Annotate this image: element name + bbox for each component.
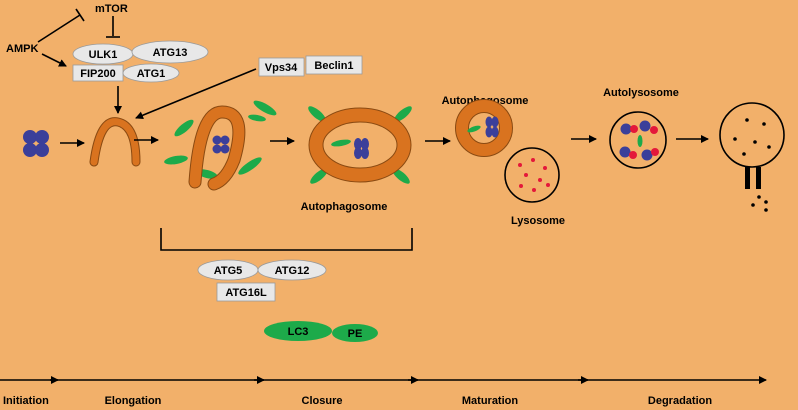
lc3-label: LC3 (288, 326, 309, 338)
lc3-ellipse (264, 321, 332, 341)
pe-label: PE (348, 328, 363, 340)
vps34-to-phagophore-arrow (135, 68, 257, 120)
atg12-ellipse (257, 259, 327, 281)
ulk1-label: ULK1 (89, 49, 118, 61)
stage-maturation: Maturation (462, 395, 519, 407)
autolysosome-label: Autolysosome (603, 87, 679, 99)
closure-bracket (160, 228, 413, 251)
lysosome-label: Lysosome (511, 215, 565, 227)
vps34-complex: Vps34 Beclin1 (258, 55, 363, 77)
stage-closure: Closure (302, 395, 343, 407)
ampk-inhibit-line (37, 14, 81, 43)
stage-elongation: Elongation (105, 395, 162, 407)
atg1-ellipse (122, 63, 180, 83)
stage-initiation: Initiation (3, 395, 49, 407)
fip200-label: FIP200 (80, 68, 115, 80)
degradation-vesicle (719, 102, 785, 212)
autophagosome-mature (455, 99, 513, 157)
lc3-pe: LC3 PE (264, 321, 378, 342)
autolysosome (609, 111, 667, 169)
ampk-label: AMPK (6, 43, 38, 55)
beclin1-label: Beclin1 (314, 60, 353, 72)
phagophore (90, 118, 140, 166)
ampk-inhibit-bar (75, 8, 85, 22)
ulk1-complex: ULK1 ATG13 FIP200 ATG1 (72, 40, 209, 83)
ampk-activate-arrow (41, 53, 67, 67)
vps34-label: Vps34 (265, 62, 298, 74)
atg16l-box (216, 282, 276, 302)
autophagosome-closed (308, 106, 412, 184)
atg12-label: ATG12 (275, 265, 310, 277)
atg16l-label: ATG16L (225, 287, 267, 299)
lysosome (504, 147, 560, 203)
atg13-label: ATG13 (153, 47, 188, 59)
pe-ellipse (332, 324, 378, 342)
elongating-phagophore (164, 100, 277, 191)
vps34-box (258, 57, 305, 77)
cargo-initial (23, 130, 49, 157)
atg1-label: ATG1 (137, 68, 166, 80)
atg13-ellipse (131, 40, 209, 64)
autophagosome-center-label: Autophagosome (301, 201, 388, 213)
atg-conjugation-complex: ATG5 ATG12 ATG16L (197, 259, 327, 302)
mtor-label: mTOR (95, 3, 128, 15)
beclin1-box (305, 55, 363, 75)
atg5-label: ATG5 (214, 265, 243, 277)
stage-degradation: Degradation (648, 395, 712, 407)
